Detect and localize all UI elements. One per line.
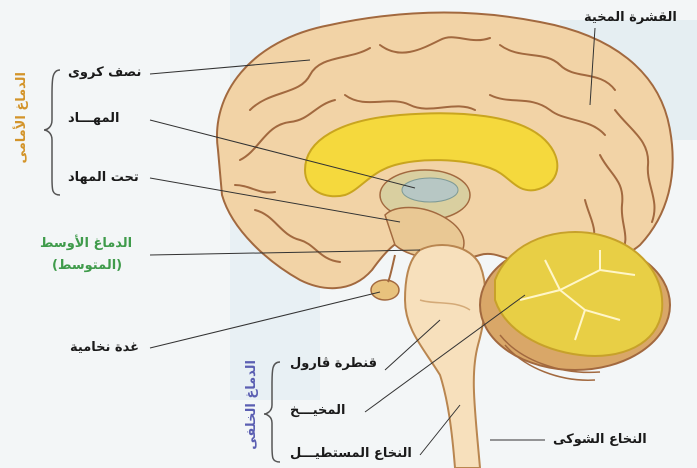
label-pons: قنطرة ڤارول: [290, 356, 377, 372]
label-cerebral-cortex: القشرة المخية: [584, 10, 677, 26]
label-hemisphere: نصف كروى: [68, 65, 141, 81]
label-medulla: النخاع المستطيـــل: [290, 446, 412, 462]
pituitary-shape: [371, 280, 399, 300]
label-spinal-cord: النخاع الشوكى: [553, 432, 647, 448]
group-hindbrain: الدماغ الخلفى: [244, 360, 259, 450]
label-midbrain-alt: (المتوسط): [52, 258, 122, 274]
label-cerebellum: المخيـــخ: [290, 403, 345, 419]
group-forebrain: الدماغ الأمامى: [14, 72, 29, 163]
label-pituitary: غدة نخامية: [70, 340, 139, 356]
thalamus-inner: [402, 178, 458, 202]
label-hypothalamus: تحت المهاد: [68, 170, 139, 186]
label-thalamus: المهـــاد: [68, 111, 120, 127]
label-midbrain: الدماغ الأوسط: [40, 236, 132, 252]
